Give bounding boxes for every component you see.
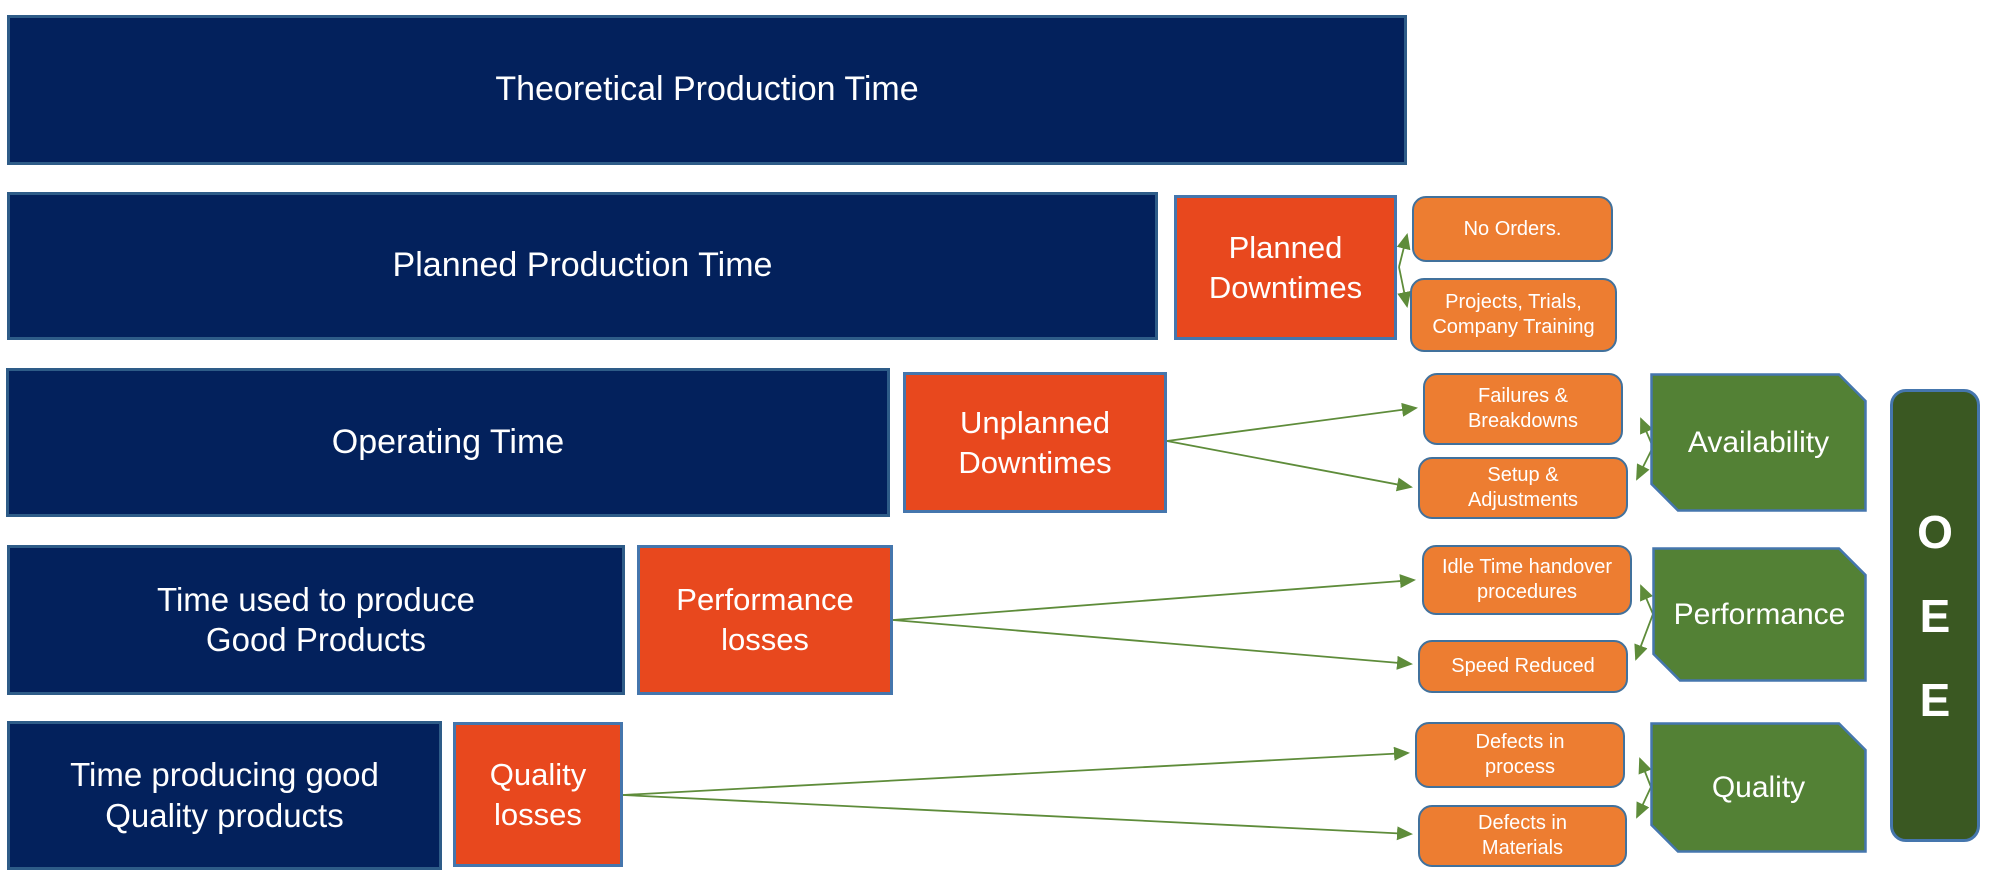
loss-box-label: Quality losses: [489, 756, 587, 832]
oee-bar: O E E: [1890, 389, 1980, 842]
cause-box-label: Defects in Materials: [1478, 812, 1567, 859]
oee-letter: E: [1919, 673, 1951, 726]
loss-box-unplanned-downtimes: Unplanned Downtimes: [903, 372, 1167, 513]
loss-box-label: Planned Downtimes: [1208, 229, 1363, 305]
cause-box-speed-reduced: Speed Reduced: [1418, 640, 1628, 693]
bar-label: Planned Production Time: [392, 246, 773, 285]
quality-shape: [1650, 722, 1867, 853]
cause-box-failures-breakdowns: Failures & Breakdowns: [1423, 373, 1623, 445]
loss-box-label: Performance losses: [676, 582, 854, 657]
category-box-availability: Availability: [1650, 373, 1867, 512]
bar-good-products-time: Time used to produce Good Products: [7, 545, 625, 695]
cause-box-defects-in-process: Defects in process: [1415, 722, 1625, 788]
category-box-performance: Performance: [1652, 547, 1867, 682]
bar-theoretical-production-time: Theoretical Production Time: [7, 15, 1407, 165]
availability-shape: [1650, 373, 1867, 512]
cause-box-label: Speed Reduced: [1451, 655, 1595, 677]
cause-box-setup-adjustments: Setup & Adjustments: [1418, 457, 1628, 519]
loss-box-quality-losses: Quality losses: [453, 722, 623, 867]
loss-box-planned-downtimes: Planned Downtimes: [1174, 195, 1397, 340]
oee-letter: O: [1917, 505, 1953, 558]
cause-box-label: Projects, Trials, Company Training: [1432, 291, 1595, 338]
category-box-quality: Quality: [1650, 722, 1867, 853]
bar-planned-production-time: Planned Production Time: [7, 192, 1158, 340]
bar-operating-time: Operating Time: [6, 368, 890, 517]
cause-box-defects-in-materials: Defects in Materials: [1418, 805, 1627, 867]
oee-letter: E: [1919, 589, 1951, 642]
cause-box-label: No Orders.: [1463, 217, 1562, 240]
loss-box-label: Unplanned Downtimes: [958, 404, 1112, 480]
cause-box-label: Idle Time handover procedures: [1441, 556, 1613, 603]
loss-box-performance-losses: Performance losses: [637, 545, 893, 695]
bar-label: Time used to produce Good Products: [157, 580, 475, 658]
cause-box-label: Failures & Breakdowns: [1467, 385, 1579, 432]
cause-box-idle-time-handover: Idle Time handover procedures: [1422, 545, 1632, 615]
bar-label: Time producing good Quality products: [70, 756, 379, 834]
bar-label: Theoretical Production Time: [495, 70, 919, 109]
category-label: Quality: [1711, 770, 1806, 804]
bar-label: Operating Time: [331, 422, 565, 461]
category-label: Performance: [1673, 597, 1846, 631]
cause-box-projects-trials-training: Projects, Trials, Company Training: [1410, 278, 1617, 352]
cause-box-no-orders: No Orders.: [1412, 196, 1613, 262]
cause-box-label: Defects in process: [1475, 731, 1565, 778]
performance-shape: [1652, 547, 1867, 682]
cause-box-label: Setup & Adjustments: [1467, 464, 1579, 511]
bar-quality-products-time: Time producing good Quality products: [7, 721, 442, 870]
category-label: Availability: [1687, 425, 1830, 459]
